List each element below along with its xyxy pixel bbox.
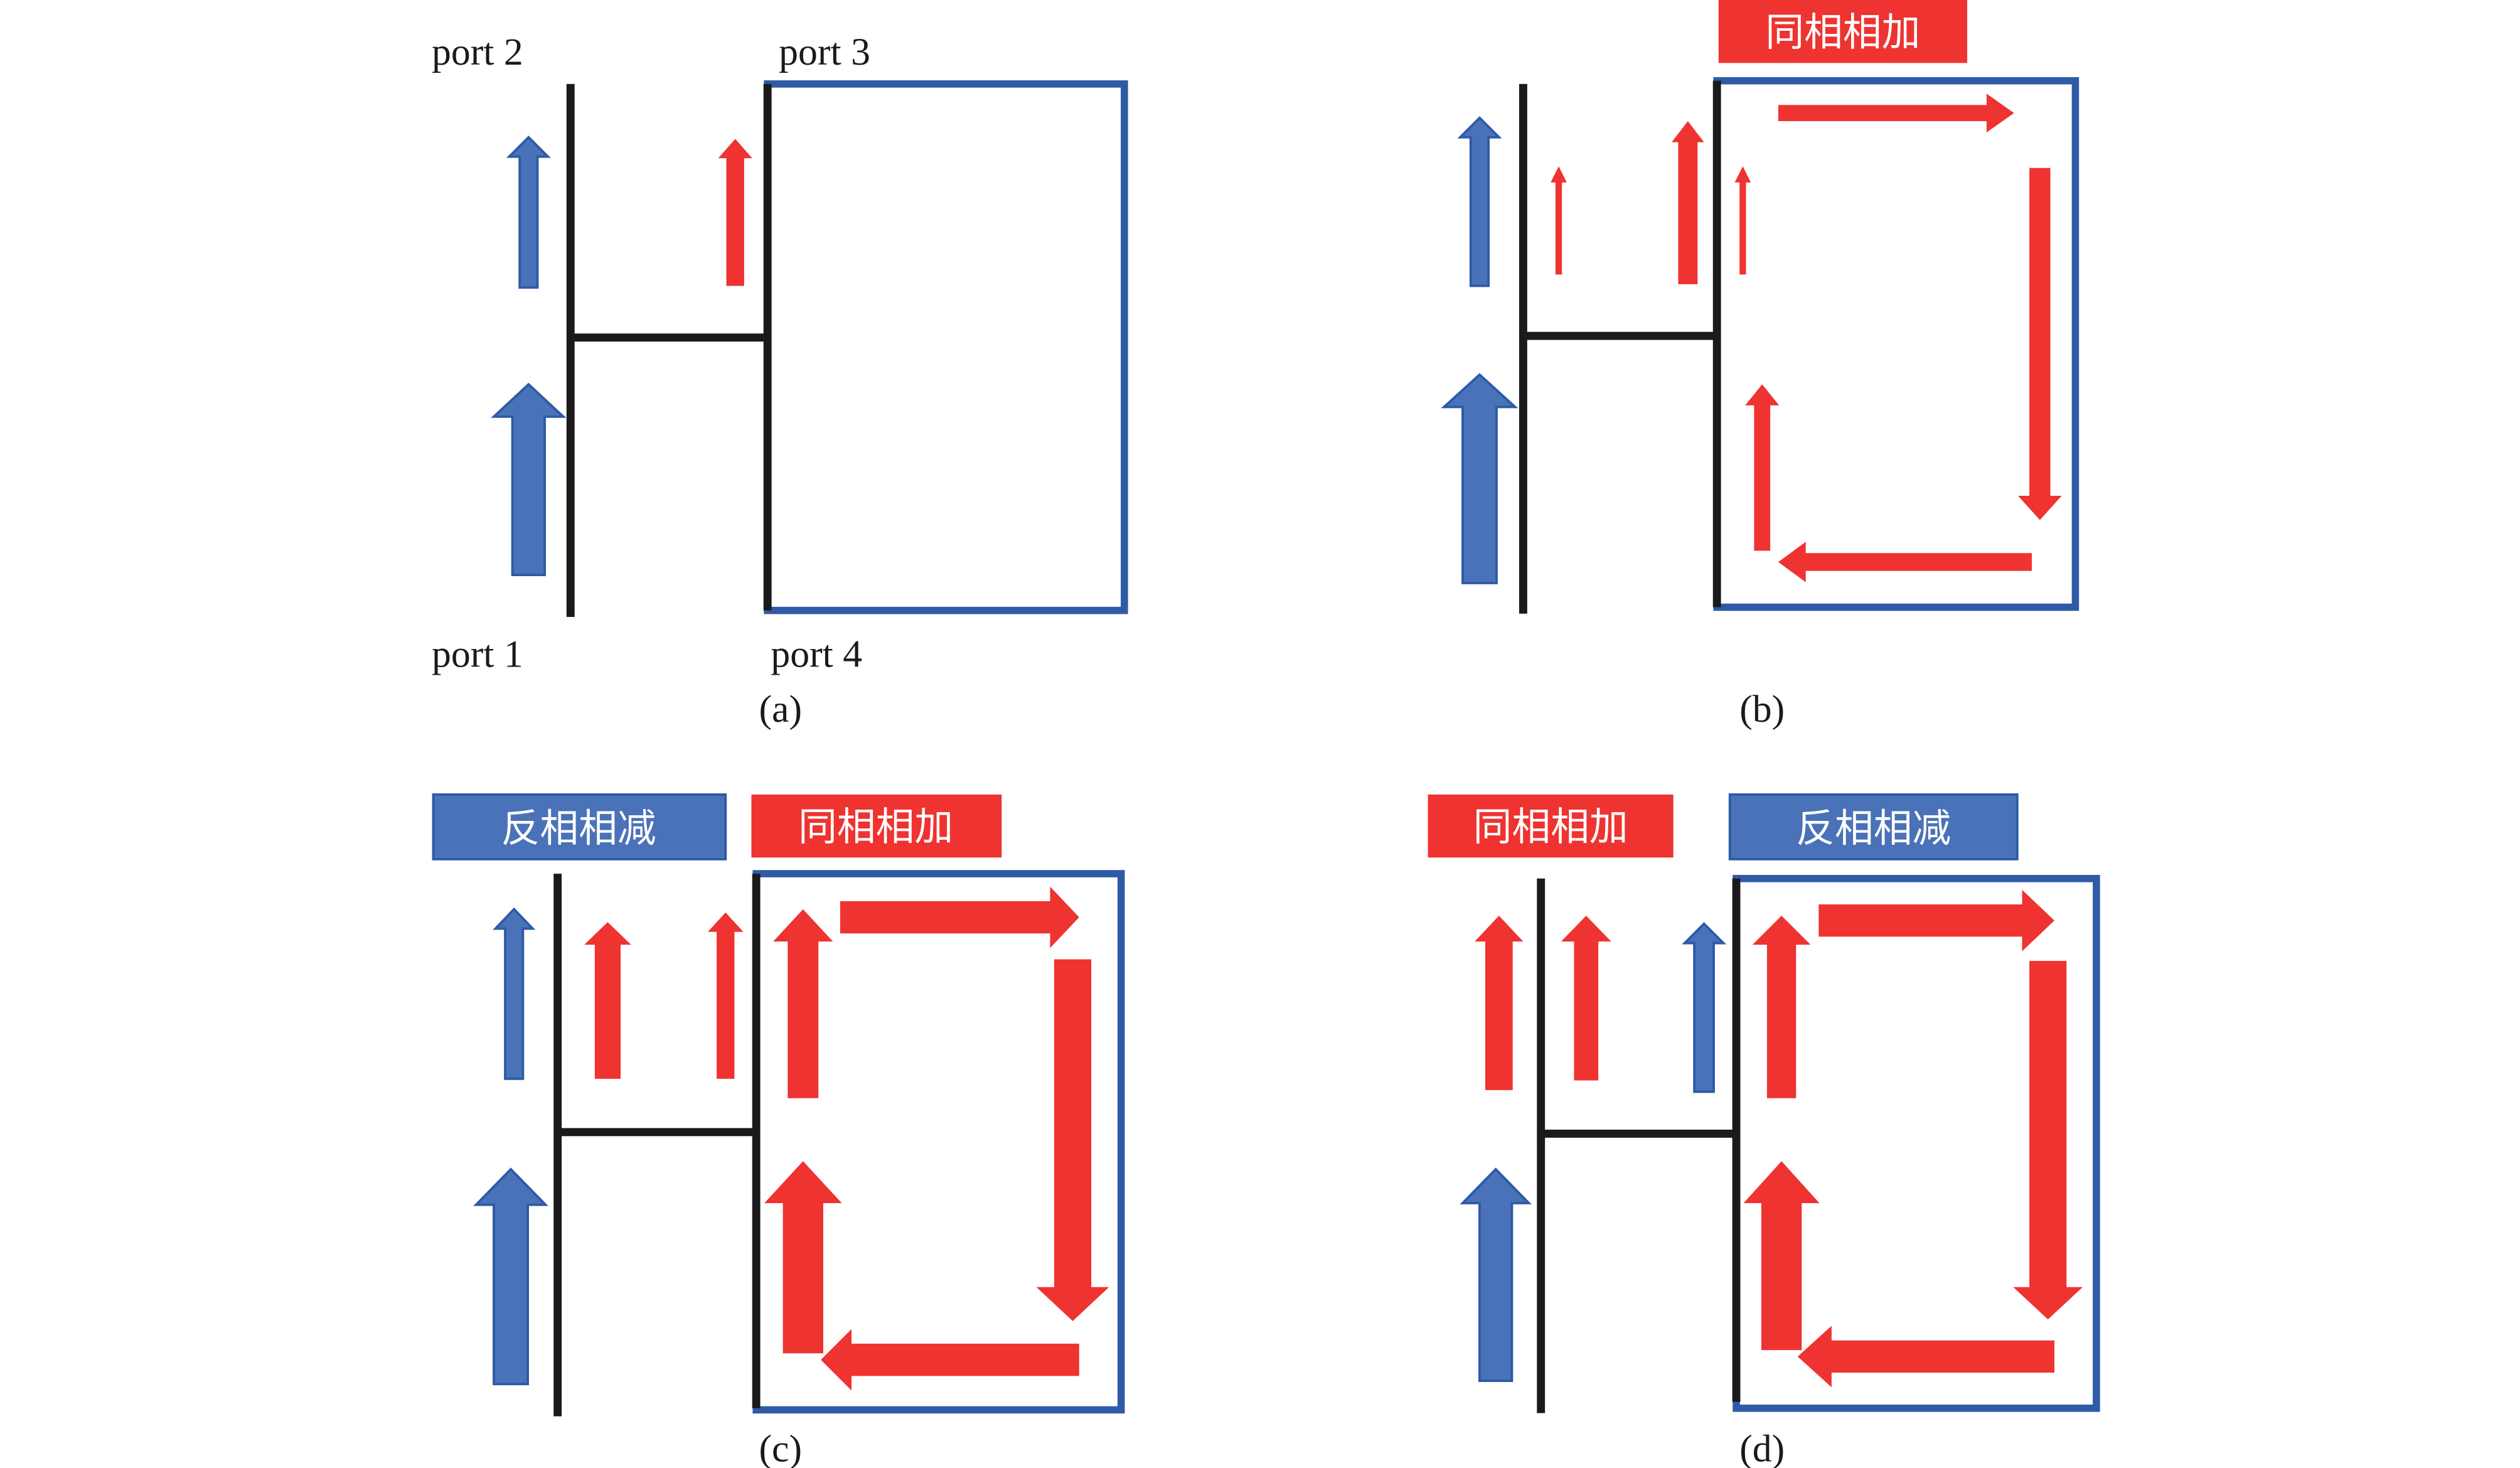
arrow-b-ring-left — [1778, 542, 2032, 582]
arrow-b-red-small-2 — [1734, 166, 1751, 275]
arrow-b-blue-incident — [1441, 373, 1519, 584]
arrow-b-red-coupled — [1672, 121, 1704, 284]
port-2-label: port 2 — [432, 31, 523, 73]
arrow-a-red-coupled — [718, 139, 752, 286]
arrow-d-blue-reflected — [1682, 922, 1727, 1093]
tag-b-in-phase: 同相相加 — [1765, 9, 1920, 55]
arrow-c-ring-up-top — [773, 909, 833, 1098]
tag-box-d-in-phase — [1428, 794, 1674, 858]
arrow-b-ring-right — [1778, 94, 2014, 132]
tag-d-in-phase: 同相相加 — [1473, 804, 1628, 849]
arrow-c-blue-reflected — [493, 907, 536, 1080]
arrow-c-ring-up-bottom — [764, 1161, 842, 1354]
arrow-d-ring-right — [1818, 889, 2054, 951]
tag-box-d-anti-phase — [1728, 793, 2019, 860]
arrow-b-ring-down — [2018, 168, 2062, 520]
arrow-b-ring-up — [1745, 384, 1780, 551]
arrow-c-ring-down — [1036, 959, 1109, 1321]
arrow-a-blue-incident — [491, 382, 567, 576]
arrow-b-red-small-1 — [1551, 166, 1567, 275]
caption-a: (a) — [759, 688, 802, 731]
arrows — [473, 94, 2083, 1391]
tag-c-in-phase: 同相相加 — [798, 804, 953, 849]
tag-box-c-in-phase — [751, 794, 1002, 858]
arrow-c-ring-right — [840, 886, 1079, 948]
arrow-d-red-2 — [1561, 915, 1611, 1081]
ring-resonator-a — [764, 80, 1128, 614]
tag-box-b-in-phase — [1718, 0, 1968, 63]
arrow-d-blue-incident — [1460, 1167, 1532, 1382]
tag-c-anti-phase: 反相相减 — [501, 806, 656, 851]
arrow-d-ring-up-bottom — [1743, 1161, 1820, 1351]
frames — [553, 77, 2100, 1417]
arrow-d-red-1 — [1475, 915, 1524, 1090]
arrow-c-red-2 — [707, 912, 744, 1079]
tag-box-c-anti-phase — [432, 793, 727, 860]
caption-b: (b) — [1739, 688, 1785, 731]
arrow-d-ring-up-top — [1752, 915, 1811, 1098]
port-3-label: port 3 — [779, 31, 870, 73]
arrow-b-blue-reflected — [1457, 116, 1502, 287]
arrow-d-ring-down — [2013, 961, 2083, 1320]
port-4-label: port 4 — [771, 633, 862, 676]
caption-d: (d) — [1739, 1428, 1785, 1468]
arrow-a-blue-reflected — [506, 135, 551, 289]
arrow-c-ring-left — [821, 1329, 1079, 1391]
arrow-c-blue-incident — [473, 1167, 548, 1386]
tag-d-anti-phase: 反相相减 — [1796, 806, 1951, 851]
arrow-d-ring-left — [1797, 1326, 2054, 1388]
ring-resonator-b — [1713, 77, 2080, 611]
arrow-c-red-1 — [584, 922, 631, 1079]
port-1-label: port 1 — [432, 633, 523, 676]
caption-c: (c) — [759, 1428, 802, 1468]
